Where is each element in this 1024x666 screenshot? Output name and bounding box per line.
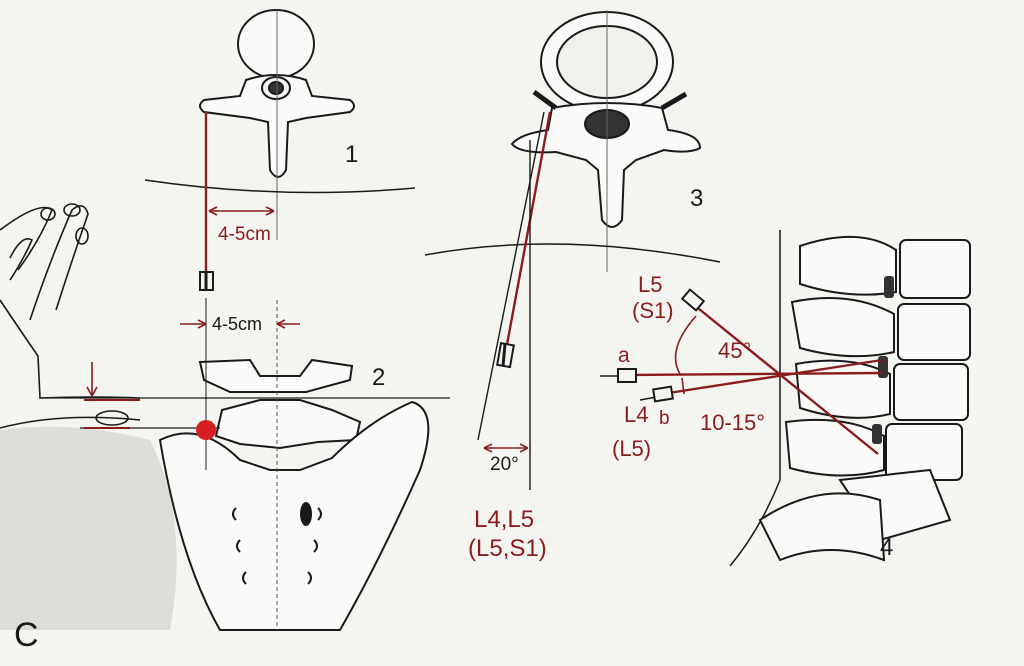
level-label-l4-l5: L4,L5 [474, 506, 534, 533]
panel-number-4: 4 [880, 534, 893, 561]
lumbar-spine-posterior [158, 358, 430, 631]
panel-number-1: 1 [345, 141, 358, 168]
label-l5-paren: (L5) [612, 436, 651, 461]
distance-label-1: 4-5cm [218, 224, 271, 245]
skin-line-1 [144, 179, 416, 194]
level-label-l5-s1: (L5,S1) [468, 535, 547, 562]
lateral-skin-line [729, 230, 781, 567]
vertebra-cross-section-3 [510, 11, 702, 228]
needle-hub-1 [199, 271, 214, 291]
distance-label-2: 4-5cm [212, 314, 262, 334]
needle-3-red [504, 111, 552, 351]
sacral-marker [300, 502, 312, 526]
needle-hubs-4 [617, 288, 706, 403]
panel-3: 20° L4,L5 (L5,S1) 3 [424, 10, 721, 562]
needle-4-horizontal [625, 371, 883, 377]
needle-hub-3 [496, 341, 515, 369]
panel-number-2: 2 [372, 364, 385, 391]
panel-1: 4-5cm 1 [144, 9, 416, 291]
panel-2: 4-5cm 2 [0, 203, 450, 631]
angle-arrow-20 [483, 443, 529, 453]
panel-4: L5 (S1) 45° a b 10-15° L4 (L5) 4 [600, 230, 971, 567]
needle-hub-4-top [680, 288, 706, 312]
hand-outline [0, 203, 141, 399]
label-l4: L4 [624, 402, 648, 427]
needle-hub-4-b [652, 385, 674, 403]
label-a: a [618, 344, 630, 367]
distance-arrow-1 [208, 206, 275, 216]
needle-4-10-15deg [661, 358, 883, 396]
panel-number-3: 3 [690, 185, 703, 212]
angle-arc-45 [674, 315, 697, 375]
sacral-foramina [232, 507, 322, 585]
label-10-15: 10-15° [700, 410, 765, 435]
insertion-point-dot [196, 420, 216, 440]
label-s1: (S1) [632, 298, 674, 323]
figure-letter: C [14, 616, 39, 654]
needles-4 [625, 299, 883, 455]
label-45: 45° [718, 338, 751, 363]
back-skin-line [0, 416, 141, 429]
needle-4-45deg [687, 299, 879, 455]
angle-arc-10-15 [681, 377, 685, 395]
label-l5: L5 [638, 272, 662, 297]
pelvis-shading [0, 426, 177, 630]
skin-line-3 [424, 243, 721, 263]
needle-hub-4-a [617, 368, 637, 383]
label-b: b [659, 408, 670, 429]
distance-arrow-2 [180, 319, 300, 329]
angle-label-20: 20° [490, 454, 519, 475]
needle-3-black [477, 111, 545, 441]
lumbar-spine-lateral [758, 235, 971, 562]
